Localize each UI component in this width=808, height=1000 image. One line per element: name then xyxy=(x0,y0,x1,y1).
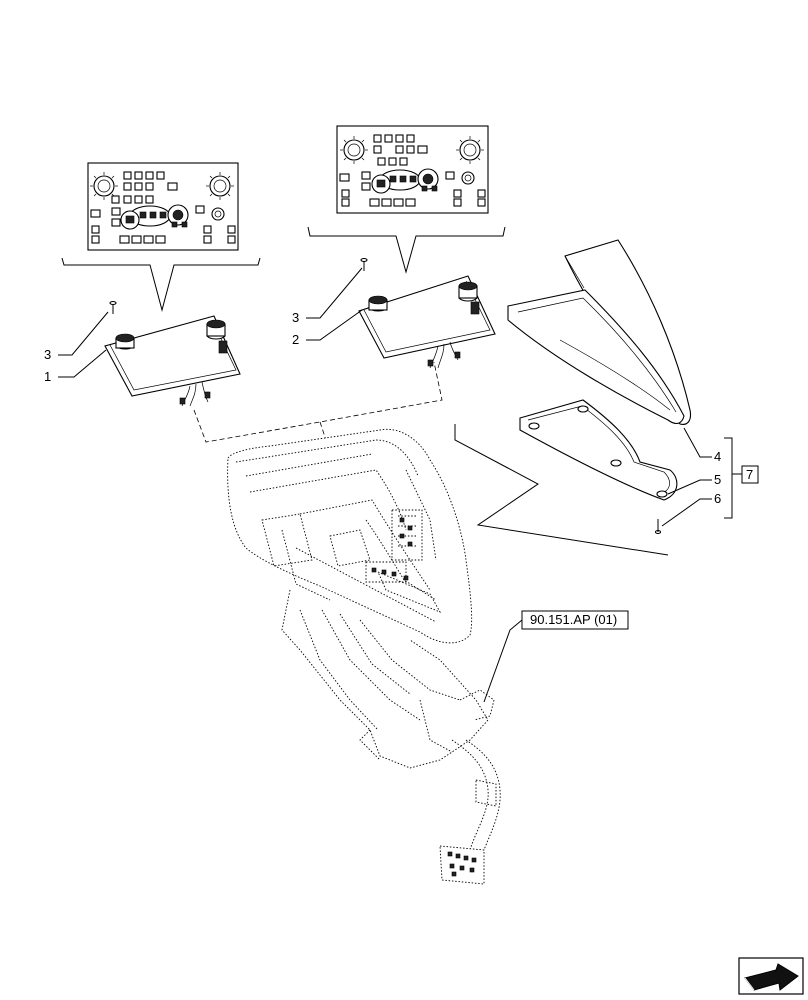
callout-7-box[interactable]: 7 xyxy=(741,465,759,484)
reference-link-text: 90.151.AP (01) xyxy=(530,612,617,627)
console-cover xyxy=(507,239,692,425)
callout-leaders xyxy=(58,267,742,703)
callout-5: 5 xyxy=(714,472,721,487)
left-panel-decal-detail xyxy=(87,162,239,251)
right-panel-screw xyxy=(360,257,368,271)
callout-7: 7 xyxy=(746,467,753,482)
console-plate xyxy=(519,399,678,501)
main-console-assembly xyxy=(227,428,501,885)
assembly-bracket xyxy=(454,424,669,556)
right-decal-bracket xyxy=(307,226,506,274)
next-page-arrow-icon[interactable] xyxy=(738,957,804,995)
right-panel-decal-detail xyxy=(336,125,489,214)
callout-4: 4 xyxy=(714,449,721,464)
callout-3-left: 3 xyxy=(44,347,51,362)
left-control-panel xyxy=(104,315,241,407)
reference-link[interactable]: 90.151.AP (01) xyxy=(521,610,629,630)
panel-to-console-dashes xyxy=(193,361,443,443)
right-control-panel xyxy=(358,275,496,369)
left-panel-screw xyxy=(109,300,117,314)
callout-1: 1 xyxy=(44,369,51,384)
callout-6: 6 xyxy=(714,491,721,506)
left-decal-bracket xyxy=(61,257,261,312)
plate-screw xyxy=(654,519,662,535)
callout-2: 2 xyxy=(292,332,299,347)
callout-3-right: 3 xyxy=(292,310,299,325)
